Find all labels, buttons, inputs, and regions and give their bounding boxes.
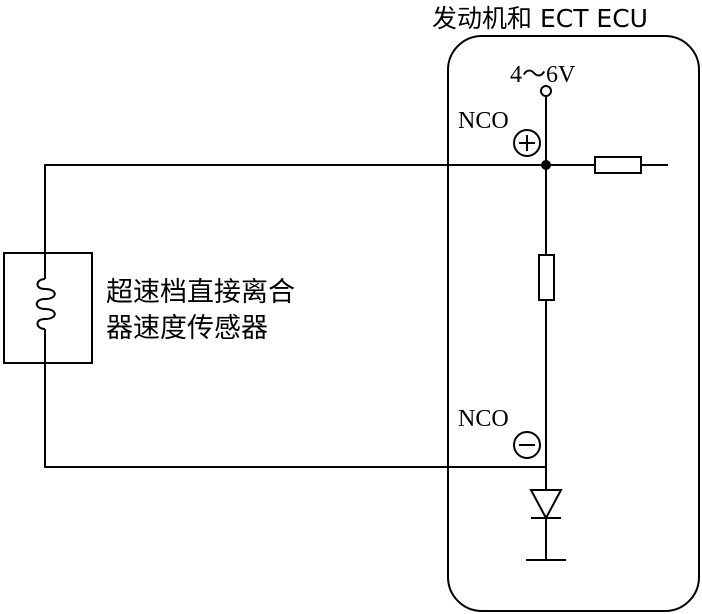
sensor-wire-bottom [44,363,546,468]
ecu-box [447,35,700,612]
supply-voltage-label: 4～6V [510,62,576,88]
nco-plus-label: NCO [458,108,509,134]
sensor-label-line1: 超速档直接离合 [106,277,295,308]
coil-icon [35,278,56,330]
ecu-title: 发动机和 ECT ECU [432,4,648,33]
sensor-wire-top [44,164,546,253]
series-resistor [538,254,555,301]
minus-terminal-icon [513,431,541,459]
sensor-box [3,252,93,364]
sensor-label-line2: 器速度传感器 [106,313,268,344]
diode-icon [529,489,563,521]
nco-minus-label: NCO [458,406,509,432]
plus-terminal-icon [513,129,541,157]
supply-terminal [540,85,552,97]
output-resistor [594,156,642,174]
